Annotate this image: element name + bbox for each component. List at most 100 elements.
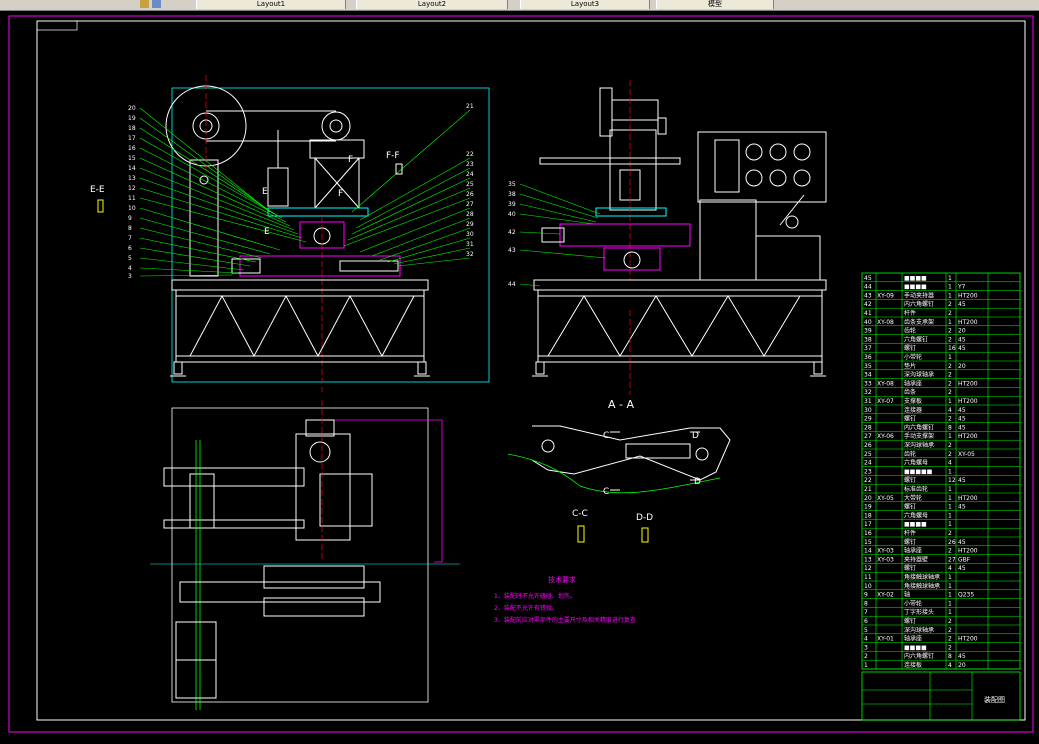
bom-cell-qty: 26 xyxy=(948,539,956,546)
tab-layout2[interactable]: Layout2 xyxy=(356,0,508,9)
balloon: 30 xyxy=(466,231,474,238)
bom-cell-qty: 12 xyxy=(948,477,956,484)
bom-cell-mat: XY-05 xyxy=(958,451,975,458)
layer-icon[interactable] xyxy=(140,0,149,8)
balloon: 7 xyxy=(128,235,132,242)
bom-cell-no: 22 xyxy=(864,477,872,484)
balloon: 21 xyxy=(466,103,474,110)
cad-drawing-canvas[interactable]: 20 19 18 17 16 15 14 13 12 11 10 9 8 7 6… xyxy=(0,10,1039,744)
bom-cell-no: 13 xyxy=(864,556,872,563)
bom-cell-code: XY-03 xyxy=(877,556,894,563)
bom-cell-name: 螺钉 xyxy=(904,476,916,484)
bom-cell-name: 角接触球轴承 xyxy=(904,582,940,590)
bom-cell-mat: HT200 xyxy=(958,495,978,502)
bom-cell-qty: 2 xyxy=(948,530,952,537)
frame-top-plate xyxy=(171,279,429,291)
bom-cell-qty: 1 xyxy=(948,284,952,291)
bom-cell-no: 45 xyxy=(864,275,872,282)
bom-cell-name: 深沟球轴承 xyxy=(904,626,934,634)
balloon: 15 xyxy=(128,155,136,162)
properties-icon[interactable] xyxy=(152,0,161,8)
bom-cell-name: 标准齿轮 xyxy=(904,485,928,493)
tab-layout3[interactable]: Layout3 xyxy=(520,0,650,9)
bom-cell-no: 3 xyxy=(864,644,868,651)
front-cylinder xyxy=(559,223,691,247)
balloon: 10 xyxy=(128,205,136,212)
balloon: 4 xyxy=(128,265,132,272)
bom-cell-name: 内六角螺钉 xyxy=(904,423,934,431)
section-mark-e2: E xyxy=(264,227,270,237)
balloon: 43 xyxy=(508,247,516,254)
bom-cell-mat: 45 xyxy=(958,424,966,431)
balloon: 14 xyxy=(128,165,136,172)
balloon: 13 xyxy=(128,175,136,182)
balloon: 39 xyxy=(508,201,516,208)
bom-cell-name: 螺钉 xyxy=(904,617,916,625)
balloon: 5 xyxy=(128,255,132,262)
bom-cell-no: 12 xyxy=(864,565,872,572)
balloon: 27 xyxy=(466,201,474,208)
bom-cell-name: 螺钉 xyxy=(904,538,916,546)
bom-cell-qty: 1 xyxy=(948,292,952,299)
bom-cell-no: 6 xyxy=(864,618,868,625)
balloon: 31 xyxy=(466,241,474,248)
tab-layout1[interactable]: Layout1 xyxy=(196,0,346,9)
bom-cell-no: 30 xyxy=(864,407,872,414)
section-mark-c: C xyxy=(603,431,609,441)
bom-cell-name: 齿条 xyxy=(904,388,916,396)
bom-cell-no: 29 xyxy=(864,416,872,423)
bom-cell-name: 轴 xyxy=(904,591,910,599)
bom-cell-qty: 2 xyxy=(948,451,952,458)
front-view: 35 38 39 40 42 43 44 A - A xyxy=(508,80,827,411)
bom-cell-code: XY-06 xyxy=(877,433,894,440)
bom-cell-qty: 1 xyxy=(948,609,952,616)
bom-cell-name: 齿条支承架 xyxy=(904,318,934,326)
bom-cell-name: 内六角螺钉 xyxy=(904,652,934,660)
bom-cell-no: 24 xyxy=(864,460,872,467)
bom-cell-qty: 1 xyxy=(948,433,952,440)
bom-cell-name: 杆件 xyxy=(904,309,916,317)
bom-cell-name: 齿轮 xyxy=(904,450,916,458)
bom-cell-mat: HT200 xyxy=(958,548,978,555)
drawing-title: 装配图 xyxy=(984,695,1005,704)
bom-cell-no: 9 xyxy=(864,592,868,599)
balloon: 23 xyxy=(466,161,474,168)
balloon: 3 xyxy=(128,273,132,280)
bom-cell-qty: 1 xyxy=(948,468,952,475)
bom-cell-no: 2 xyxy=(864,653,868,660)
bom-cell-qty: 2 xyxy=(948,442,952,449)
bom-cell-qty: 2 xyxy=(948,372,952,379)
bom-cell-name: 深沟球轴承 xyxy=(904,441,934,449)
bom-cell-qty: 16 xyxy=(948,345,956,352)
balloon: 26 xyxy=(466,191,474,198)
bom-cell-name: 垫片 xyxy=(904,362,916,370)
bom-cell-no: 38 xyxy=(864,336,872,343)
bom-cell-mat: 45 xyxy=(958,653,966,660)
bom-cell-name: 夹持器壁 xyxy=(904,555,928,563)
view-label-aa: A - A xyxy=(608,398,634,411)
title-block: 装配图 xyxy=(861,671,1021,721)
balloon: 9 xyxy=(128,215,132,222)
drawing-number-box xyxy=(36,20,78,31)
bom-cell-qty: 2 xyxy=(948,636,952,643)
bom-cell-code: XY-07 xyxy=(877,398,894,405)
sheet-border-outer xyxy=(8,15,1034,733)
bom-cell-no: 17 xyxy=(864,521,872,528)
bom-cell-mat: 45 xyxy=(958,416,966,423)
bom-cell-qty: 27 xyxy=(948,556,956,563)
balloon: 28 xyxy=(466,211,474,218)
tab-model[interactable]: 模型 xyxy=(656,0,774,9)
bom-cell-no: 7 xyxy=(864,609,868,616)
view-label-ee: E-E xyxy=(90,185,105,195)
bom-cell-mat: HT200 xyxy=(958,433,978,440)
bom-cell-no: 32 xyxy=(864,389,872,396)
balloon: 44 xyxy=(508,281,516,288)
bom-cell-code: XY-02 xyxy=(877,592,894,599)
bom-cell-name: 轴承座 xyxy=(904,635,922,643)
bom-cell-qty: 4 xyxy=(948,662,952,669)
bom-cell-qty: 1 xyxy=(948,574,952,581)
bom-cell-qty: 1 xyxy=(948,275,952,282)
bom-cell-name: 大带轮 xyxy=(904,494,922,502)
bom-cell-mat: Y7 xyxy=(957,284,966,291)
bom-cell-code: XY-08 xyxy=(877,380,894,387)
